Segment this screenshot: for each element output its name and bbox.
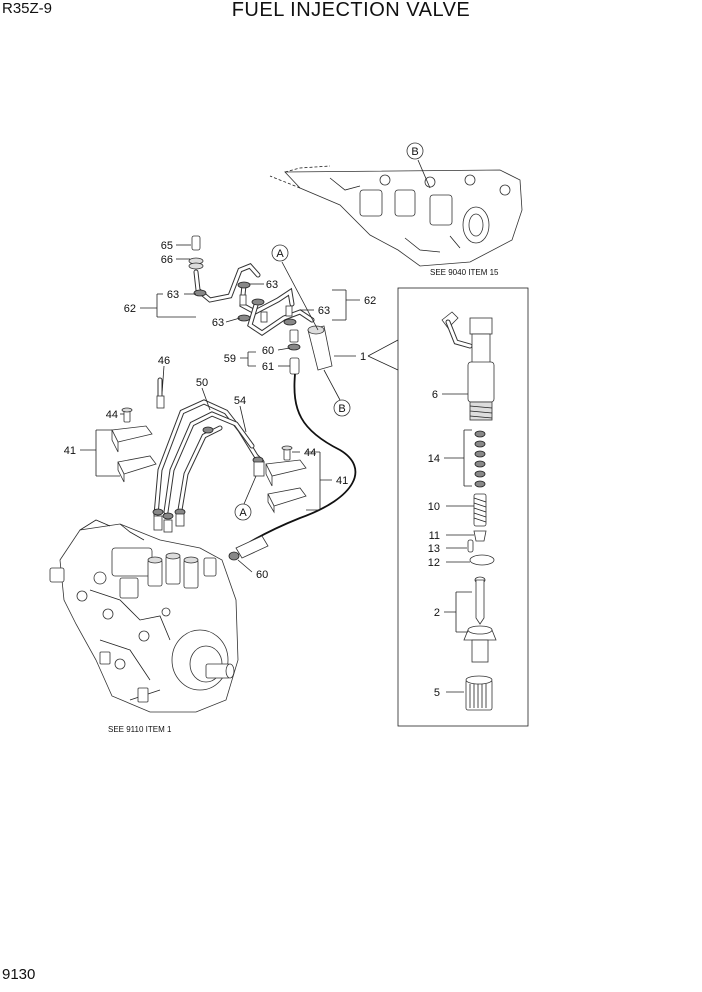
nozzle [463,576,497,663]
callout-46: 46 [158,355,170,367]
pipe-clamp-left [111,407,157,483]
callout-circle-a-top [271,244,289,262]
cylinder-head-reference-note: SEE 9040 ITEM 15 [430,268,499,277]
callout-11: 11 [429,530,440,542]
callout-A-top: A [276,248,284,260]
callout-63-left: 63 [167,289,179,301]
spring-seat [473,530,487,542]
callout-circle-a-lower [234,503,252,521]
callout-62-left: 62 [124,303,136,315]
callout-12: 12 [428,557,440,569]
pipe-clamp-right [265,445,307,514]
callout-6: 6 [432,389,438,401]
callout-10: 10 [428,501,440,513]
callout-60-top: 60 [262,345,274,357]
callout-66: 66 [161,254,173,266]
callout-59: 59 [224,353,236,365]
distance-piece [469,554,495,566]
injection-pipes [152,377,265,533]
injection-pump-illustration [49,519,239,713]
return-hose [249,373,357,543]
callout-61: 61 [262,361,274,373]
callout-63-upper: 63 [266,279,278,291]
injector-detail-frame [397,287,529,727]
callout-44-left: 44 [106,409,118,421]
nozzle-spring [473,493,487,527]
pump-reference-note: SEE 9110 ITEM 1 [108,725,172,734]
injector-body [441,311,495,421]
cylinder-head-illustration [269,165,523,267]
callout-B-lower: B [338,403,345,415]
callout-1: 1 [360,351,366,363]
model-code: R35Z-9 [2,0,53,17]
callout-63-lower: 63 [212,317,224,329]
callout-circle-b-lower [333,399,351,417]
callout-circle-b-top [406,142,424,160]
callout-62-right: 62 [364,295,376,307]
leak-off-pipe-assembly [188,235,333,375]
callout-B-head: B [411,146,418,158]
callout-2: 2 [434,607,440,619]
page-number: 9130 [2,966,36,983]
callout-5: 5 [434,687,440,699]
callout-14: 14 [428,453,440,465]
callout-65: 65 [161,240,173,252]
callout-54: 54 [234,395,246,407]
callout-41-left: 41 [64,445,76,457]
page-title: FUEL INJECTION VALVE [231,0,471,21]
callout-41-right: 41 [336,475,348,487]
callout-44-right: 44 [304,447,316,459]
callout-13: 13 [428,543,440,555]
hose-fitting-lower [228,535,269,561]
retaining-nut [465,675,493,711]
shim-washers [474,430,486,488]
callout-50: 50 [196,377,208,389]
callout-63-right: 63 [318,305,330,317]
locating-pin [467,539,474,553]
callout-60-lower: 60 [256,569,268,581]
callout-A-lower: A [239,507,247,519]
